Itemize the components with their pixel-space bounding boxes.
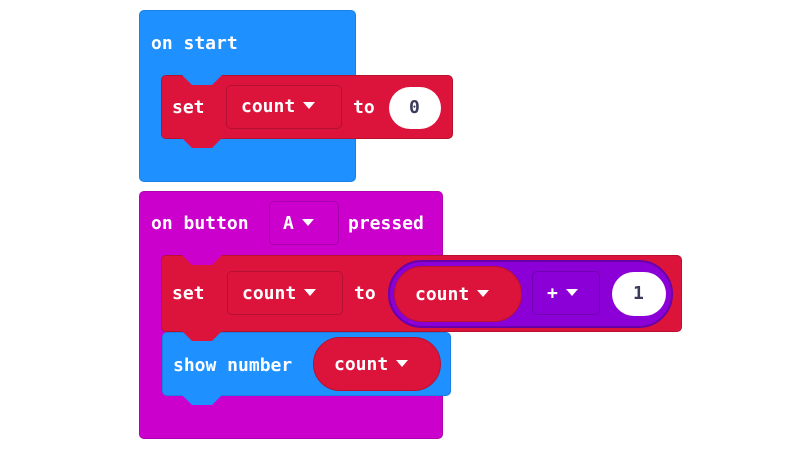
number-input[interactable]: 0 — [389, 87, 441, 129]
to-label: to — [354, 283, 376, 304]
dropdown-caret-icon — [301, 218, 314, 226]
pressed-label: pressed — [348, 213, 424, 234]
dropdown-caret-icon — [396, 359, 409, 367]
to-label: to — [353, 97, 375, 118]
number-input[interactable]: 1 — [612, 272, 666, 316]
variable-name: count — [242, 283, 297, 304]
button-dropdown[interactable]: A — [269, 201, 339, 245]
variable-name: count — [415, 284, 470, 305]
dropdown-caret-icon — [304, 288, 317, 296]
set-label: set — [172, 283, 205, 304]
set-block-notch-bottom — [182, 138, 222, 148]
set-label: set — [172, 97, 205, 118]
variable-name: count — [334, 354, 389, 375]
operator-dropdown[interactable]: + — [532, 271, 600, 315]
count-variable-pill[interactable]: count — [394, 266, 522, 322]
dropdown-caret-icon — [303, 101, 316, 109]
dropdown-caret-icon — [565, 288, 578, 296]
variable-dropdown[interactable]: count — [226, 85, 342, 129]
variable-dropdown[interactable]: count — [227, 271, 343, 315]
button-name: A — [283, 213, 294, 234]
operator: + — [547, 283, 558, 304]
number-value: 0 — [409, 97, 420, 118]
number-value: 1 — [633, 283, 644, 304]
count-variable-pill[interactable]: count — [313, 337, 441, 391]
on-button-label: on button — [151, 213, 249, 234]
dropdown-caret-icon — [477, 289, 490, 297]
set-block-notch-top — [182, 75, 222, 85]
show-number-label: show number — [173, 355, 293, 376]
variable-name: count — [241, 96, 296, 117]
show-block-notch-top — [182, 331, 222, 341]
show-block-notch-bottom — [182, 395, 222, 405]
set-block-notch-top — [182, 255, 222, 265]
on-start-label: on start — [151, 33, 238, 54]
